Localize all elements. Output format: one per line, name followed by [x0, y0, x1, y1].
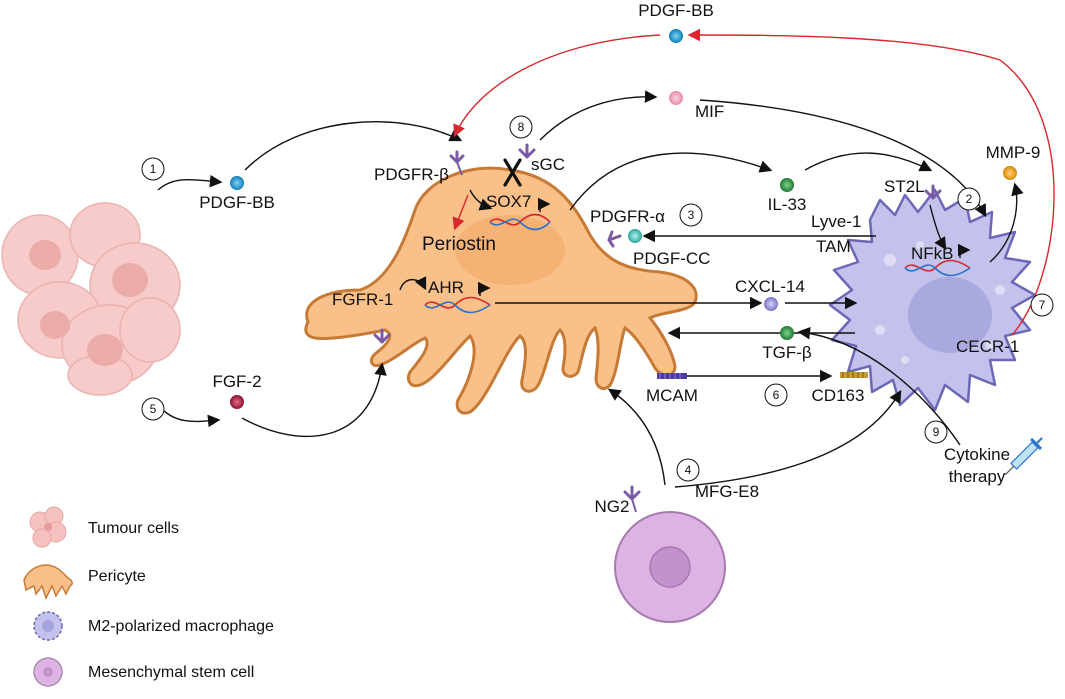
step-9: 9 — [924, 420, 948, 444]
red-arrows — [452, 28, 1055, 336]
inhibition-cross-icon — [503, 158, 522, 187]
mesenchymal-stem-cell — [614, 511, 726, 623]
legend-macrophage-icon — [33, 611, 63, 641]
label-fgf2: FGF-2 — [212, 372, 261, 391]
step-markers: 1 2 3 4 5 6 7 8 9 — [141, 115, 1054, 482]
label-pdgfcc: PDGF-CC — [633, 249, 710, 268]
label-cd163: CD163 — [812, 386, 865, 405]
labels: PDGF-BB PDGF-BB MIF sGC PDGFR-β SOX7 Per… — [199, 1, 1040, 516]
svg-text:9: 9 — [933, 425, 940, 439]
label-pdgfbb-top: PDGF-BB — [638, 1, 714, 20]
label-tam: TAM — [816, 237, 851, 256]
pdgfrb-stalk — [456, 161, 463, 176]
step-1: 1 — [141, 157, 165, 181]
legend-label-tumour: Tumour cells — [88, 520, 179, 537]
label-mmp9: MMP-9 — [986, 143, 1041, 162]
svg-text:7: 7 — [1039, 298, 1046, 312]
label-pdgfra: PDGFR-α — [590, 207, 665, 226]
fgf2-molecule — [230, 395, 244, 409]
step-7: 7 — [1030, 293, 1054, 317]
il33-molecule — [780, 178, 794, 192]
label-fgfr1: FGFR-1 — [332, 290, 393, 309]
step-8: 8 — [509, 115, 533, 139]
label-st2l: ST2L — [884, 177, 925, 196]
svg-text:5: 5 — [150, 402, 157, 416]
transcription-start-arrows — [477, 197, 971, 296]
dna-sox7 — [489, 213, 551, 231]
svg-text:6: 6 — [773, 388, 780, 402]
label-sgc: sGC — [531, 155, 565, 174]
svg-text:3: 3 — [688, 208, 695, 222]
macrophage-cell — [828, 188, 1037, 412]
label-pdgfrb: PDGFR-β — [374, 165, 449, 184]
label-cytokine: Cytokine — [944, 445, 1010, 464]
mmp9-molecule — [1003, 166, 1017, 180]
step-2: 2 — [957, 187, 981, 211]
step-6: 6 — [764, 383, 788, 407]
label-tgfb: TGF-β — [762, 343, 812, 362]
label-mcam: MCAM — [646, 386, 698, 405]
label-ahr: AHR — [428, 278, 464, 297]
pericyte-cell — [304, 166, 698, 415]
legend-label-pericyte: Pericyte — [88, 568, 146, 585]
legend: Tumour cells Pericyte M2-polarized macro… — [23, 506, 274, 687]
label-il33: IL-33 — [768, 195, 807, 214]
label-mfge8: MFG-E8 — [695, 482, 759, 501]
label-periostin: Periostin — [422, 234, 496, 255]
pdgfbb-left-molecule — [230, 176, 244, 190]
syringe-icon — [1004, 437, 1043, 476]
legend-stem-cell-icon — [33, 657, 63, 687]
receptors — [373, 143, 942, 501]
svg-text:1: 1 — [150, 162, 157, 176]
pdgfbb-top-molecule — [669, 29, 683, 43]
molecules — [230, 29, 1017, 409]
dna-nfkb — [904, 259, 971, 277]
ng2-stalk — [631, 498, 637, 513]
legend-label-macrophage: M2-polarized macrophage — [88, 618, 274, 635]
label-ng2: NG2 — [595, 497, 630, 516]
step-5: 5 — [141, 397, 165, 421]
label-sox7: SOX7 — [486, 192, 531, 211]
svg-text:2: 2 — [966, 192, 973, 206]
svg-text:4: 4 — [685, 463, 692, 477]
tgfb-molecule — [780, 326, 794, 340]
cd163-protein — [840, 372, 868, 378]
label-cecr1: CECR-1 — [956, 337, 1019, 356]
label-therapy: therapy — [949, 467, 1006, 486]
step-4: 4 — [676, 458, 700, 482]
legend-pericyte-icon — [23, 564, 73, 600]
label-lyve1: Lyve-1 — [811, 212, 861, 231]
cxcl14-molecule — [764, 297, 778, 311]
mcam-protein — [657, 373, 687, 379]
label-mif: MIF — [695, 102, 724, 121]
pdgfcc-molecule — [628, 229, 642, 243]
svg-text:8: 8 — [518, 120, 525, 134]
tumour-cell-cluster — [1, 202, 181, 396]
label-nfkb: NFkB — [911, 244, 954, 263]
label-pdgfbb-left: PDGF-BB — [199, 193, 275, 212]
legend-label-stem-cell: Mesenchymal stem cell — [88, 664, 254, 681]
mif-molecule — [669, 91, 683, 105]
legend-tumour-cells-icon — [29, 506, 67, 548]
step-3: 3 — [679, 203, 703, 227]
label-cxcl14: CXCL-14 — [735, 277, 805, 296]
dna-ahr — [424, 296, 491, 314]
